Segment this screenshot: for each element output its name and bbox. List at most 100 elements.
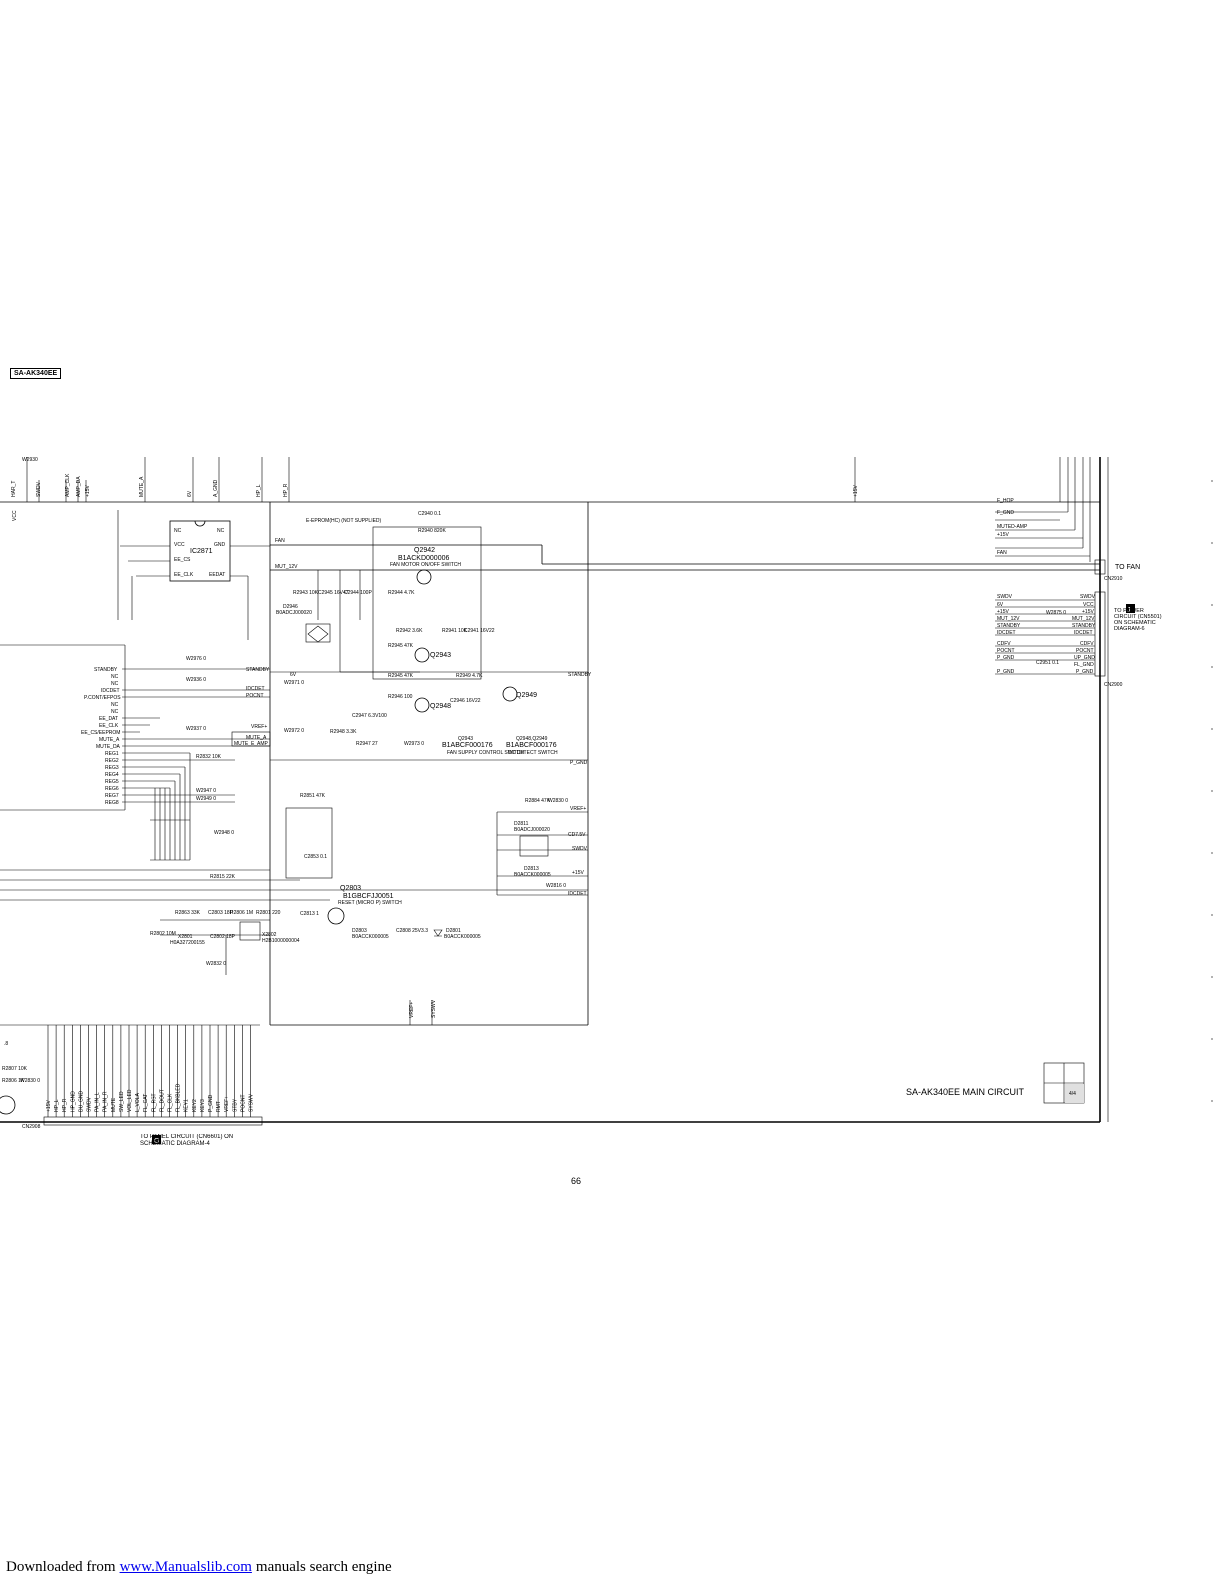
svg-text:C2940 0.1: C2940 0.1 [418,511,441,517]
top-net-w2930: W2930 [22,457,38,463]
page-number: 66 [571,1176,581,1186]
svg-text:B0ACCK000005: B0ACCK000005 [444,934,481,940]
svg-text:UP_GND: UP_GND [1074,655,1095,661]
svg-text:MUTE_E_AMP: MUTE_E_AMP [234,741,269,747]
q2942-part: B1ACKD000006 [398,555,449,562]
svg-text:R2802 10M: R2802 10M [150,931,176,937]
svg-text:R2946 100: R2946 100 [388,694,413,700]
svg-text:REG3: REG3 [105,765,119,771]
svg-text:X2802: X2802 [262,932,277,938]
svg-text:EEDAT: EEDAT [209,572,225,578]
cn2908-pin-label: RMT [216,1101,222,1112]
top-net-swdv: SWDV [36,481,42,497]
net-6v-label: 6V [290,672,297,678]
top-net-vcc: VCC [12,510,18,521]
top-net-amp-clk: AMP_CLK [65,473,71,497]
q2942-transistor [416,569,432,585]
cn2908-label: TO PANEL CIRCUIT (CN6601) ON SCHEMATIC D… [140,1134,234,1147]
svg-text:EE_CLK: EE_CLK [99,723,119,729]
svg-text:R2944 4.7K: R2944 4.7K [388,590,415,596]
svg-text:W2973 0: W2973 0 [404,741,424,747]
svg-text:SWDV: SWDV [572,846,588,852]
top-net-hp-l: HP_L [256,484,262,497]
svg-text:B1ABCF000176: B1ABCF000176 [506,742,557,749]
svg-text:STANDBY: STANDBY [94,667,118,673]
svg-text:Q2948,Q2949: Q2948,Q2949 [516,736,548,742]
cn2908-pin-label: PA_IN_L [95,1092,101,1112]
svg-text:C2946 16V22: C2946 16V22 [450,698,481,704]
title-block-cell: 4/4 [1069,1091,1076,1097]
svg-text:C2941 16V22: C2941 16V22 [464,628,495,634]
svg-text:R2815 22K: R2815 22K [210,874,236,880]
svg-text:R2949 4.7K: R2949 4.7K [456,673,483,679]
svg-text:REG4: REG4 [105,772,119,778]
cn2900-badge [1126,604,1135,613]
svg-text:STANDBY: STANDBY [997,623,1021,629]
svg-text:B0ADCJ000020: B0ADCJ000020 [514,827,550,833]
fan-circuit: FAN MUT_12V C2940 0.1 R2940 820K Q2942 B… [270,511,1100,766]
svg-text:R2943 10K: R2943 10K [293,590,319,596]
svg-text:+15V: +15V [572,870,584,876]
svg-text:SWDV: SWDV [997,594,1013,600]
svg-text:VCC: VCC [1083,602,1094,608]
svg-text:NC: NC [217,528,225,534]
svg-text:MUT_12V: MUT_12V [1072,616,1095,622]
svg-text:D2811: D2811 [514,821,529,827]
svg-text:C2803 18P: C2803 18P [208,910,234,916]
ic2871-desc: E-EPROM(HC) (NOT SUPPLIED) [306,518,382,524]
top-net-har-t: HAR_T [11,481,17,497]
cn2908-pin-label: FL_CLK [168,1093,174,1112]
svg-text:C2947 6.3V100: C2947 6.3V100 [352,713,387,719]
top-bus [0,457,1100,1026]
svg-text:W2832 0: W2832 0 [206,961,226,967]
cn2908-pin-label: FL_BKBLED [176,1083,182,1112]
svg-text:R2948 3.3K: R2948 3.3K [330,729,357,735]
svg-text:W2949 0: W2949 0 [196,796,216,802]
svg-text:X2801: X2801 [178,934,193,940]
svg-text:VREF+: VREF+ [570,806,586,812]
cn2908-pin-label: MUTE [111,1097,117,1112]
q2803-transistor [327,907,345,925]
cn2900-connector: SWDV 6V +15V MUT_12V STANDBY IDCDET CDFV… [995,591,1162,688]
svg-text:H0A327200155: H0A327200155 [170,940,205,946]
svg-text:R2863 33K: R2863 33K [175,910,201,916]
svg-text:B0ACCK000005: B0ACCK000005 [352,934,389,940]
svg-text:MUTE_A: MUTE_A [246,735,267,741]
svg-text:POCNT: POCNT [997,648,1015,654]
bottom-nets: VREF+ SYSWV [409,999,437,1025]
svg-text:R2807 10K: R2807 10K [2,1066,28,1072]
svg-text:R2851 47K: R2851 47K [300,793,326,799]
svg-text:B0ADCJ000020: B0ADCJ000020 [276,610,312,616]
svg-text:MUTED-AMP: MUTED-AMP [997,524,1028,530]
cn2910-connector: TO FAN CN2910 F_HOP F_GND MUTED-AMP +15V… [997,498,1140,582]
svg-text:W2830 0: W2830 0 [20,1078,40,1084]
svg-text:REG1: REG1 [105,751,119,757]
footer-prefix: Downloaded from [6,1559,116,1575]
svg-text:R2832 10K: R2832 10K [196,754,222,760]
top-net-a-gnd: A_GND [213,479,219,497]
svg-text:STANDBY: STANDBY [568,672,592,678]
top-net-labels: W2930 HAR_T VCC SWDV AMP_CLK AMP_DA +15V… [11,457,859,521]
title-block-title: SA-AK340EE MAIN CIRCUIT [906,1087,1025,1097]
svg-text:NC: NC [111,709,119,715]
sheet-frame [0,457,1109,1123]
svg-text:C2944 100P: C2944 100P [344,590,372,596]
svg-text:W2936 0: W2936 0 [186,677,206,683]
svg-text:FAN: FAN [275,538,285,544]
x2802-resonator [239,921,261,941]
cn2908-pin-label: DU_GND [78,1090,84,1112]
svg-text:IDCDET: IDCDET [246,686,265,692]
svg-text:R2945 47K: R2945 47K [388,643,414,649]
svg-text:W2947 0: W2947 0 [196,788,216,794]
svg-text:+15V: +15V [997,609,1009,615]
svg-text:W2816 0: W2816 0 [546,883,566,889]
svg-text:.8: .8 [4,1041,8,1047]
svg-text:Q2943: Q2943 [430,652,451,659]
cn2908-pin-label: VOL_LED [127,1089,133,1112]
svg-text:MUTE_DA: MUTE_DA [96,744,121,750]
svg-text:B0ACCK000005: B0ACCK000005 [514,872,551,878]
cn2910-label: TO FAN [1115,564,1140,571]
footer-link[interactable]: www.Manualslib.com [119,1559,252,1575]
